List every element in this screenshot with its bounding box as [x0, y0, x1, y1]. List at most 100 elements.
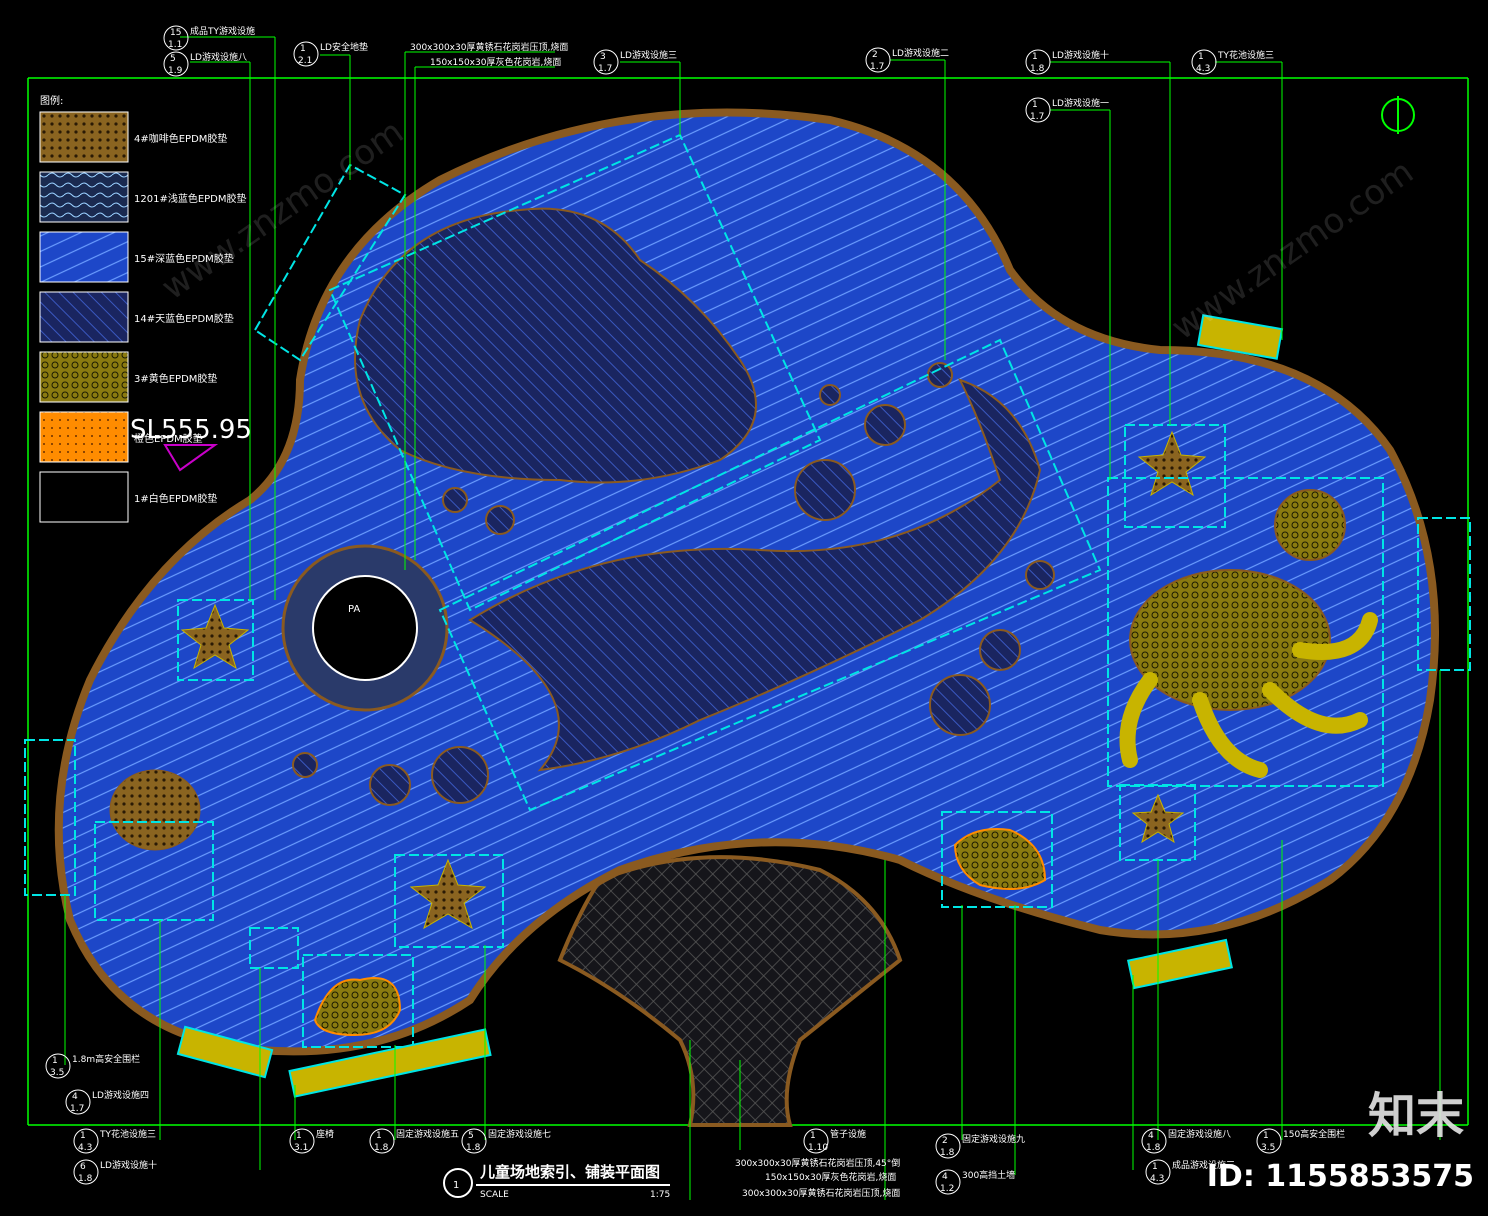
shell-shape — [109, 769, 201, 851]
legend-swatch — [39, 471, 129, 523]
callout-text: TY花池设施三 — [1217, 49, 1274, 61]
callout-ref: 1.7 — [598, 64, 612, 74]
callout-text: 固定游戏设施八 — [1168, 1128, 1231, 1140]
callout-bubble — [935, 1133, 961, 1159]
callout-number: 1 — [300, 44, 306, 54]
callout-number: 4 — [72, 1092, 78, 1102]
leader-lines — [64, 36, 1441, 1200]
callout-number: 1 — [1198, 52, 1204, 62]
elevation-marker — [163, 444, 219, 472]
legend-label: 14#天蓝色EPDM胶垫 — [134, 312, 234, 325]
callout-bubble — [1141, 1128, 1167, 1154]
callout-ref: 1.8 — [78, 1174, 93, 1184]
callout-bubble — [1025, 49, 1051, 75]
callout-number: 5 — [468, 1131, 474, 1141]
callout-bubble — [73, 1128, 99, 1154]
callout-text: LD游戏设施一 — [1052, 97, 1109, 109]
legend-title: 图例: — [40, 94, 63, 107]
callout-ref: 1.8 — [1146, 1143, 1161, 1153]
legend-label: 4#咖啡色EPDM胶垫 — [134, 132, 227, 145]
callout-bubble — [865, 47, 891, 73]
callout-text: LD游戏设施十 — [100, 1159, 157, 1171]
callout-number: 5 — [170, 54, 176, 64]
callout-number: 4 — [1148, 1131, 1154, 1141]
callout-text: 150x150x30厚灰色花岗岩,烧面 — [430, 56, 561, 68]
callout-text: TY花池设施三 — [99, 1128, 156, 1140]
callout-ref: 1.7 — [870, 62, 884, 72]
callout-text: 300高挡土墙 — [962, 1169, 1015, 1181]
callout-bubble — [1025, 97, 1051, 123]
legend-swatch — [39, 111, 129, 163]
callout-bubble — [593, 49, 619, 75]
bubble-circles — [292, 362, 1055, 806]
callout-bubble — [803, 1128, 829, 1154]
callout-text: 300x300x30厚黄锈石花岗岩压顶,烧面 — [410, 41, 568, 53]
cloud-shape — [354, 207, 757, 484]
callout-ref: 2.1 — [298, 56, 312, 66]
scale-label: SCALE — [480, 1190, 509, 1200]
callout-number: 1 — [1263, 1131, 1269, 1141]
callout-ref: 1.9 — [168, 66, 183, 76]
legend-swatch — [39, 291, 129, 343]
callout-text: LD游戏设施二 — [892, 47, 949, 59]
pa-circle — [281, 544, 449, 712]
callout-text: 固定游戏设施五 — [396, 1128, 459, 1140]
pa-label: PA — [348, 604, 360, 615]
legend-swatch — [39, 351, 129, 403]
callout-ref: 1.1 — [168, 40, 182, 50]
brand-logo: 知末 — [1367, 1088, 1464, 1144]
callout-text: 固定游戏设施七 — [488, 1128, 551, 1140]
callout-bubble — [461, 1128, 487, 1154]
legend-label: 15#深蓝色EPDM胶垫 — [134, 252, 234, 265]
callout-ref: 3.1 — [294, 1143, 308, 1153]
drawing-frame — [27, 77, 1469, 1126]
starfish-shapes — [180, 430, 1207, 930]
callout-bubble — [65, 1089, 91, 1115]
callout-text: 固定游戏设施九 — [962, 1133, 1025, 1145]
callout-bubble — [289, 1128, 315, 1154]
callout-bubble — [1191, 49, 1217, 75]
legend-label: 1201#浅蓝色EPDM胶垫 — [134, 192, 247, 205]
callout-text: 1.8m高安全围栏 — [72, 1053, 140, 1065]
callout-number: 15 — [170, 28, 181, 38]
callout-text: 300x300x30厚黄锈石花岗岩压顶,45°倒 — [735, 1157, 900, 1169]
callout-ref: 1.8 — [374, 1143, 389, 1153]
legend-swatch — [39, 171, 129, 223]
callout-bubble — [369, 1128, 395, 1154]
legend-swatch — [39, 231, 129, 283]
octopus-shape — [1119, 489, 1378, 778]
callout-text: LD游戏设施三 — [620, 49, 677, 61]
elevation-label: SL555.95 — [130, 415, 252, 445]
callout-number: 1 — [1032, 100, 1038, 110]
callout-text: 成品TY游戏设施 — [190, 25, 255, 37]
callout-ref: 1.2 — [940, 1184, 954, 1194]
callout-number: 1 — [376, 1131, 382, 1141]
callout-text: LD游戏设施八 — [190, 51, 247, 63]
callout-ref: 4.3 — [78, 1143, 92, 1153]
callout-ref: 4.3 — [1150, 1174, 1164, 1184]
callout-ref: 1.7 — [70, 1104, 84, 1114]
callout-ref: 1.8 — [1030, 64, 1045, 74]
north-arrow-icon — [1381, 96, 1415, 134]
callout-text: LD游戏设施四 — [92, 1089, 149, 1101]
entrance-path — [557, 855, 903, 1127]
callout-bubble — [163, 51, 189, 77]
legend: 图例: 4#咖啡色EPDM胶垫 1201#浅蓝色EPDM胶垫 15#深蓝色EPDM胶… — [39, 94, 247, 523]
callout-number: 4 — [942, 1172, 948, 1182]
title-number: 1 — [453, 1180, 459, 1191]
callout-text: 座椅 — [316, 1128, 334, 1140]
callout-number: 1 — [1152, 1162, 1158, 1172]
clam-shape-right — [953, 828, 1047, 890]
callout-text: 成品游戏设施三 — [1172, 1159, 1235, 1171]
whale-shape — [468, 378, 1042, 772]
callout-number: 1 — [810, 1131, 816, 1141]
callout-bubble — [73, 1159, 99, 1185]
callout-text: 150x150x30厚灰色花岗岩,烧面 — [765, 1171, 896, 1183]
callout-bubble — [45, 1053, 71, 1079]
top-callouts: 15 1.1 成品TY游戏设施 5 1.9 LD游戏设施八 1 2.1 LD安全地垫 300x30… — [163, 25, 1274, 123]
benches — [176, 314, 1284, 1098]
bottom-callouts: 13.51.8m高安全围栏41.7LD游戏设施四14.3TY花池设施三61.8L… — [45, 1053, 1345, 1199]
callout-text: LD安全地垫 — [320, 41, 368, 53]
clam-shape — [313, 977, 402, 1037]
